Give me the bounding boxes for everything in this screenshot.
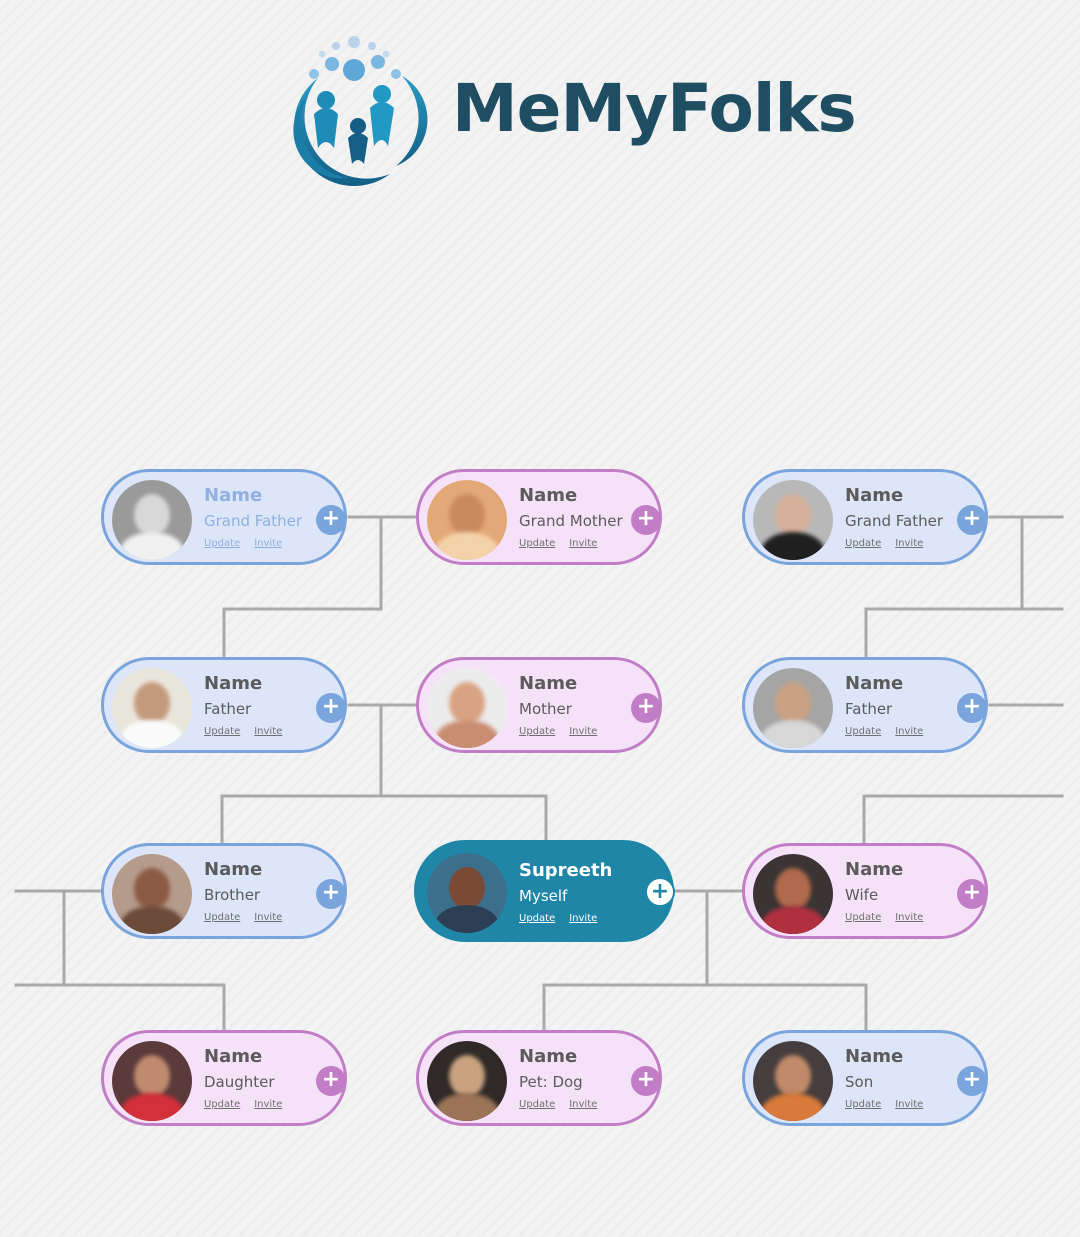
avatar-photo-icon [427,480,507,560]
card-name: Name [204,485,263,506]
update-link[interactable]: Update [845,912,882,923]
card-role: Daughter [204,1073,275,1091]
add-relative-button[interactable]: + [631,693,661,723]
avatar-photo-icon [753,1041,833,1121]
card-role: Grand Father [204,512,303,530]
update-link[interactable]: Update [519,1099,556,1110]
invite-link[interactable]: Invite [569,726,598,737]
card-name: Name [204,1046,263,1067]
avatar-photo-icon [753,854,833,934]
add-relative-button[interactable]: + [316,693,346,723]
card-role: Mother [519,700,572,718]
avatar-photo-icon [112,668,192,748]
add-relative-button[interactable]: + [631,1066,661,1096]
avatar-photo-icon [427,1041,507,1121]
card-name: Name [845,1046,904,1067]
invite-link[interactable]: Invite [895,1099,924,1110]
invite-link[interactable]: Invite [569,1099,598,1110]
card-father-in-law[interactable]: Name Father Update Invite + [742,657,988,753]
add-relative-button[interactable]: + [645,877,675,907]
card-wife[interactable]: Name Wife Update Invite + [742,843,988,939]
add-relative-button[interactable]: + [957,505,987,535]
add-relative-button[interactable]: + [957,693,987,723]
card-daughter[interactable]: Name Daughter Update Invite + [101,1030,347,1126]
card-grandmother[interactable]: Name Grand Mother Update Invite + [416,469,662,565]
update-link[interactable]: Update [519,913,556,924]
card-role: Grand Mother [519,512,623,530]
card-pet[interactable]: Name Pet: Dog Update Invite + [416,1030,662,1126]
invite-link[interactable]: Invite [254,1099,283,1110]
avatar-photo-icon [427,853,507,933]
card-name: Name [845,485,904,506]
invite-link[interactable]: Invite [254,912,283,923]
add-relative-button[interactable]: + [316,505,346,535]
card-role: Father [204,700,252,718]
update-link[interactable]: Update [204,726,241,737]
brand-name: MeMyFolks [452,70,857,147]
avatar-photo-icon [427,668,507,748]
avatar-photo-icon [753,480,833,560]
card-role: Son [845,1073,874,1091]
card-name: Name [204,673,263,694]
card-role: Father [845,700,893,718]
add-relative-button[interactable]: + [316,879,346,909]
card-grandfather-maternal[interactable]: Name Grand Father Update Invite + [742,469,988,565]
avatar-photo-icon [112,854,192,934]
card-son[interactable]: Name Son Update Invite + [742,1030,988,1126]
memyfolks-logo-icon [293,36,428,186]
card-myself[interactable]: Supreeth Myself Update Invite + [414,840,675,942]
invite-link[interactable]: Invite [895,912,924,923]
update-link[interactable]: Update [204,538,241,549]
update-link[interactable]: Update [204,912,241,923]
update-link[interactable]: Update [845,726,882,737]
card-name: Name [204,859,263,880]
card-role: Wife [845,886,879,904]
invite-link[interactable]: Invite [569,538,598,549]
card-role: Myself [519,887,568,905]
card-mother[interactable]: Name Mother Update Invite + [416,657,662,753]
update-link[interactable]: Update [845,538,882,549]
card-brother[interactable]: Name Brother Update Invite + [101,843,347,939]
invite-link[interactable]: Invite [895,538,924,549]
card-name: Name [845,673,904,694]
card-name: Name [519,1046,578,1067]
card-role: Grand Father [845,512,944,530]
update-link[interactable]: Update [519,538,556,549]
add-relative-button[interactable]: + [957,1066,987,1096]
add-relative-button[interactable]: + [316,1066,346,1096]
card-role: Pet: Dog [519,1073,583,1091]
update-link[interactable]: Update [845,1099,882,1110]
avatar-photo-icon [112,480,192,560]
card-father[interactable]: Name Father Update Invite + [101,657,347,753]
card-name: Supreeth [519,860,613,881]
card-name: Name [519,673,578,694]
update-link[interactable]: Update [204,1099,241,1110]
avatar-photo-icon [112,1041,192,1121]
add-relative-button[interactable]: + [631,505,661,535]
invite-link[interactable]: Invite [895,726,924,737]
card-grandfather-paternal[interactable]: Name Grand Father Update Invite + [101,469,347,565]
update-link[interactable]: Update [519,726,556,737]
card-name: Name [845,859,904,880]
card-role: Brother [204,886,261,904]
avatar-photo-icon [753,668,833,748]
invite-link[interactable]: Invite [254,726,283,737]
add-relative-button[interactable]: + [957,879,987,909]
invite-link[interactable]: Invite [254,538,283,549]
invite-link[interactable]: Invite [569,913,598,924]
card-name: Name [519,485,578,506]
